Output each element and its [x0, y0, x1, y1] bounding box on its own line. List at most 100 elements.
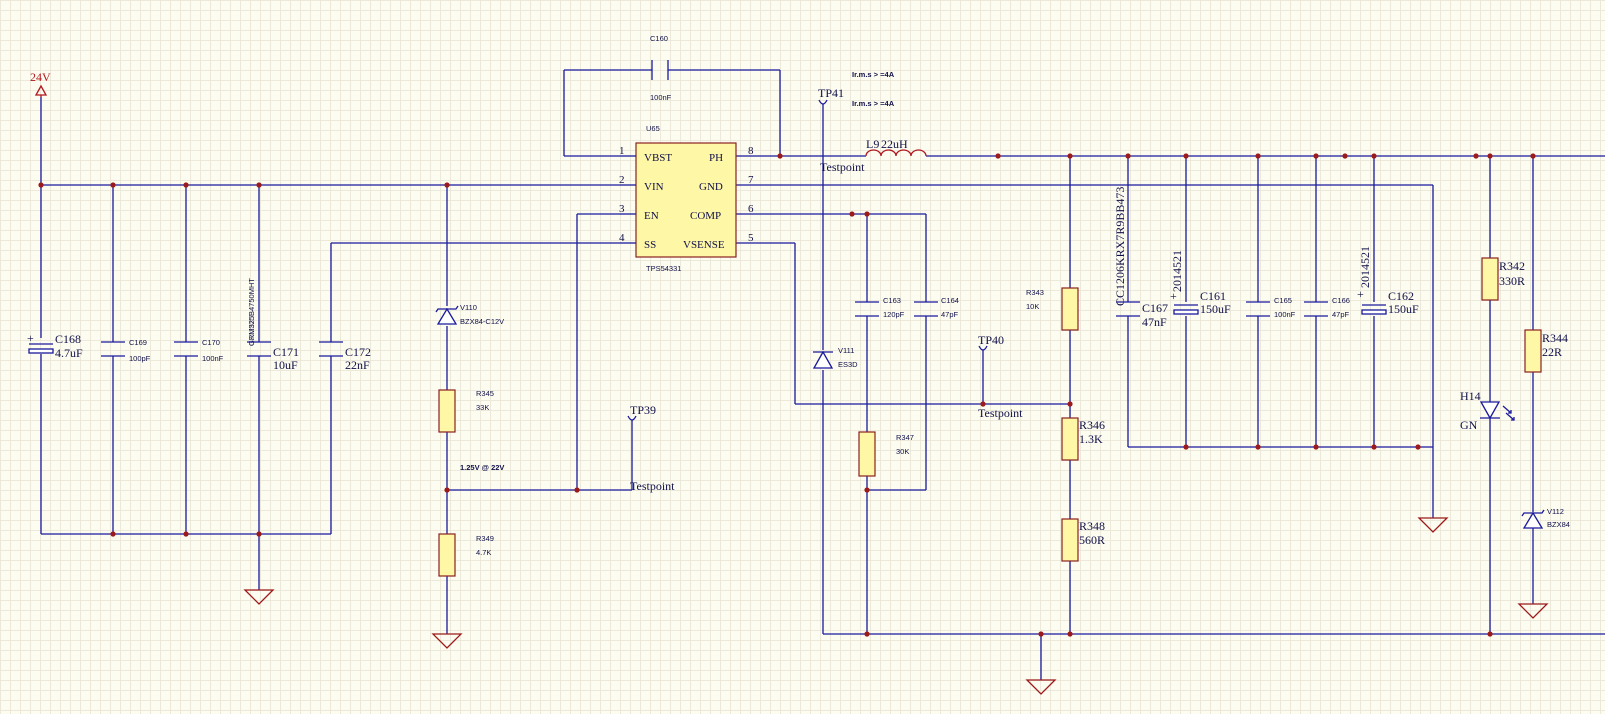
capacitor-c169: C169 100pF — [101, 338, 151, 363]
testpoint-tp41: TP41 Testpoint — [818, 86, 865, 174]
ic-tps54331: U65 TPS54331 1 2 3 4 VBST VIN EN SS PH G… — [619, 124, 754, 273]
svg-text:10uF: 10uF — [273, 358, 298, 372]
pin-name-ph: PH — [709, 152, 723, 164]
ground-symbols — [243, 517, 1549, 695]
svg-text:Testpoint: Testpoint — [978, 406, 1023, 420]
svg-text:V110: V110 — [460, 303, 477, 312]
testpoint-tp39: TP39 Testpoint — [627, 403, 675, 493]
svg-text:+: + — [1357, 287, 1364, 301]
svg-text:47pF: 47pF — [1332, 310, 1350, 319]
power-port-24v: 24V — [30, 70, 51, 97]
svg-text:22nF: 22nF — [345, 358, 370, 372]
svg-text:TP39: TP39 — [630, 403, 656, 417]
svg-text:33K: 33K — [476, 403, 489, 412]
pin-name-ss: SS — [644, 239, 656, 251]
svg-text:47pF: 47pF — [941, 310, 959, 319]
capacitor-c172: C172 22nF — [319, 341, 371, 372]
svg-text:150uF: 150uF — [1388, 302, 1419, 316]
svg-text:ES3D: ES3D — [838, 360, 858, 369]
svg-text:Testpoint: Testpoint — [820, 160, 865, 174]
svg-text:GRM325B4750MHT: GRM325B4750MHT — [247, 278, 256, 346]
capacitor-c166: C166 47pF — [1304, 296, 1350, 319]
svg-text:C161: C161 — [1200, 289, 1226, 303]
svg-text:R346: R346 — [1079, 418, 1105, 432]
capacitor-c164: C164 47pF — [914, 296, 959, 319]
current-note-2: Ir.m.s > =4A — [852, 99, 895, 108]
svg-text:C162: C162 — [1388, 289, 1414, 303]
pin-name-en: EN — [644, 210, 659, 222]
power-port-24v-label: 24V — [30, 70, 51, 84]
voltage-note: 1.25V @ 22V — [460, 463, 504, 472]
pin-num-1: 1 — [619, 145, 625, 157]
svg-text:C165: C165 — [1274, 296, 1292, 305]
pin-name-vbst: VBST — [644, 152, 672, 164]
svg-text:R349: R349 — [476, 534, 494, 543]
capacitor-c171: GRM325B4750MHT C3225X7 C171 10uF — [247, 278, 299, 372]
diode-v111: V111 ES3D — [812, 346, 858, 369]
svg-text:R342: R342 — [1499, 259, 1525, 273]
svg-text:TP41: TP41 — [818, 86, 844, 100]
pin-num-7: 7 — [748, 174, 754, 186]
capacitor-c160: C160 100nF — [650, 34, 672, 102]
resistor-r343: R343 10K — [1026, 287, 1079, 331]
svg-text:R344: R344 — [1542, 331, 1568, 345]
svg-text:C163: C163 — [883, 296, 901, 305]
capacitor-c163: C163 120pF — [855, 296, 905, 319]
svg-text:BZX84-C12V: BZX84-C12V — [460, 317, 504, 326]
capacitor-c161: + 2014521 C161 150uF — [1170, 250, 1231, 316]
svg-text:10K: 10K — [1026, 302, 1039, 311]
svg-text:C167: C167 — [1142, 301, 1168, 315]
current-note-1: Ir.m.s > =4A — [852, 70, 895, 79]
svg-text:R345: R345 — [476, 389, 494, 398]
inductor-l9: L9 22uH — [865, 137, 927, 157]
svg-text:C169: C169 — [129, 338, 147, 347]
svg-text:C168: C168 — [55, 332, 81, 346]
svg-text:30K: 30K — [896, 447, 909, 456]
pin-num-5: 5 — [748, 232, 754, 244]
resistor-r342: R342 330R — [1481, 257, 1525, 301]
svg-text:560R: 560R — [1079, 533, 1105, 547]
svg-text:330R: 330R — [1499, 274, 1525, 288]
resistor-r346: R346 1.3K — [1061, 417, 1105, 461]
svg-text:C171: C171 — [273, 345, 299, 359]
svg-text:R348: R348 — [1079, 519, 1105, 533]
svg-text:2014521: 2014521 — [1170, 250, 1184, 292]
svg-text:C170: C170 — [202, 338, 220, 347]
svg-text:100pF: 100pF — [129, 354, 151, 363]
pin-name-gnd: GND — [699, 181, 723, 193]
zener-v112: V112 BZX84 — [1521, 507, 1570, 529]
junction-dots — [38, 153, 1536, 637]
capacitor-c168: + C168 4.7uF — [27, 331, 83, 360]
pin-name-vsense: VSENSE — [683, 239, 725, 251]
svg-text:TP40: TP40 — [978, 333, 1004, 347]
capacitor-c165: C165 100nF — [1246, 296, 1296, 319]
svg-text:+: + — [27, 331, 34, 345]
svg-text:100nF: 100nF — [650, 93, 672, 102]
svg-text:22uH: 22uH — [881, 137, 908, 151]
resistor-r347: R347 30K — [858, 431, 914, 477]
svg-text:BZX84: BZX84 — [1547, 520, 1570, 529]
pin-name-vin: VIN — [644, 181, 664, 193]
pin-num-8: 8 — [748, 145, 754, 157]
svg-text:4.7uF: 4.7uF — [55, 346, 83, 360]
svg-text:47nF: 47nF — [1142, 315, 1167, 329]
pin-num-6: 6 — [748, 203, 754, 215]
svg-text:R347: R347 — [896, 433, 914, 442]
capacitor-c170: C170 100nF — [174, 338, 224, 363]
zener-v110: V110 BZX84-C12V — [435, 303, 504, 326]
pin-num-3: 3 — [619, 203, 625, 215]
svg-text:GN: GN — [1460, 418, 1478, 432]
svg-text:L9: L9 — [866, 137, 879, 151]
capacitor-c162: + 2014521 C162 150uF — [1357, 246, 1419, 316]
svg-text:C164: C164 — [941, 296, 959, 305]
svg-text:C172: C172 — [345, 345, 371, 359]
svg-text:CC1206KRX7R9BB473: CC1206KRX7R9BB473 — [1113, 187, 1127, 306]
svg-text:100nF: 100nF — [202, 354, 224, 363]
svg-text:4.7K: 4.7K — [476, 548, 491, 557]
pin-name-comp: COMP — [690, 210, 721, 222]
svg-text:Testpoint: Testpoint — [630, 479, 675, 493]
resistor-r349: R349 4.7K — [438, 533, 494, 577]
svg-text:2014521: 2014521 — [1358, 246, 1372, 288]
svg-text:C3225X7: C3225X7 — [247, 315, 256, 346]
